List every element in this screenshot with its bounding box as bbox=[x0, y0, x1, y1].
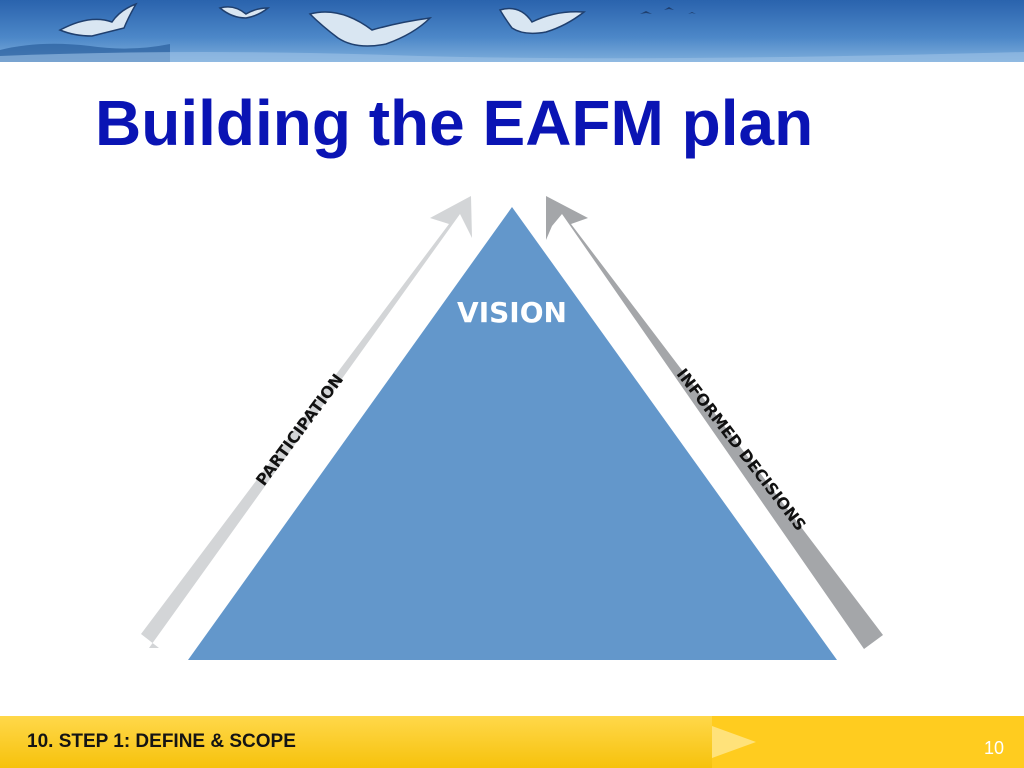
informed-decisions-arrow bbox=[546, 196, 883, 649]
footer-left-panel bbox=[0, 716, 712, 768]
participation-arrow bbox=[141, 196, 472, 648]
page-number: 10 bbox=[983, 738, 1004, 758]
footer-section-label: 10. STEP 1: DEFINE & SCOPE bbox=[27, 731, 296, 752]
eafm-diagram: VISION PARTICIPATION INFORMED DECISIONS bbox=[0, 180, 1024, 680]
seagulls-illustration-icon bbox=[0, 0, 1024, 62]
vision-triangle bbox=[188, 207, 837, 660]
vision-label: VISION bbox=[457, 296, 567, 329]
header-banner bbox=[0, 0, 1024, 62]
chevron-right-icon bbox=[712, 726, 756, 758]
slide-title: Building the EAFM plan bbox=[95, 87, 814, 159]
slide-footer: 10. STEP 1: DEFINE & SCOPE 10 bbox=[0, 716, 1024, 768]
